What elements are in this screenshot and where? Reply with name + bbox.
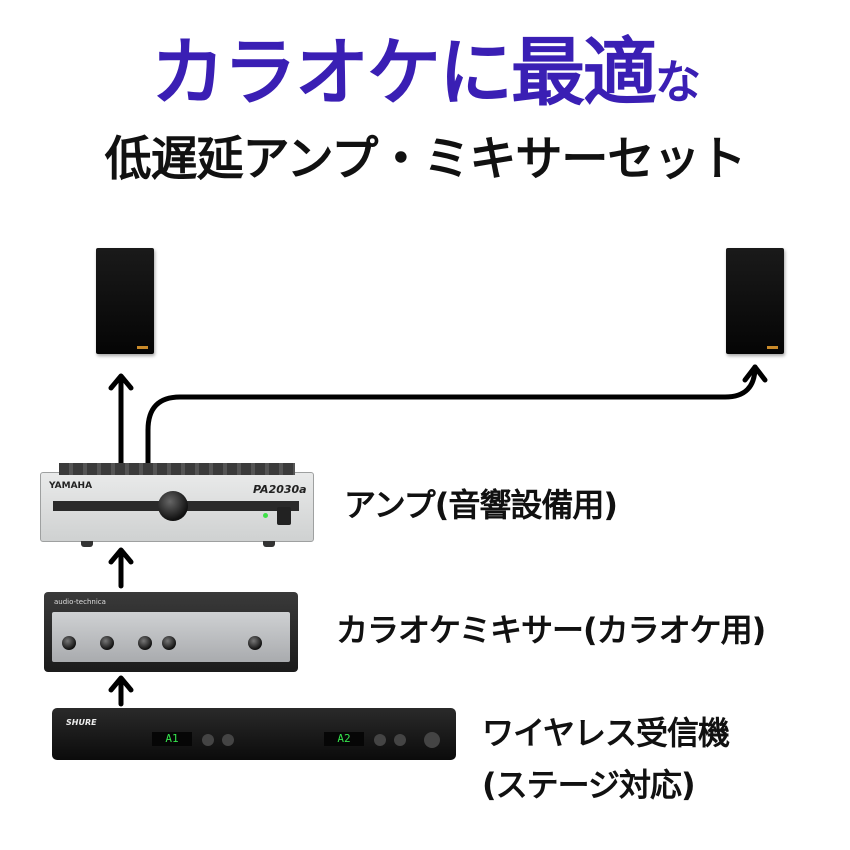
arrow-up-icon bbox=[108, 373, 134, 391]
right-speaker-icon bbox=[726, 248, 784, 354]
receiver-device: SHURE A1 A2 bbox=[52, 708, 456, 760]
speaker-badge bbox=[137, 346, 148, 349]
title-suffix: な bbox=[655, 55, 701, 109]
receiver-display-b: A2 bbox=[324, 732, 364, 746]
receiver-label-line1: ワイヤレス受信機 bbox=[482, 714, 730, 752]
mixer-panel bbox=[52, 612, 290, 662]
page-title: カラオケに最適な bbox=[0, 28, 850, 127]
mixer-knob-icon bbox=[62, 636, 76, 650]
power-switch-icon bbox=[277, 507, 291, 525]
amp-vent bbox=[59, 463, 295, 475]
mixer-brand: audio-technica bbox=[54, 598, 106, 606]
page-subtitle: 低遅延アンプ・ミキサーセット bbox=[104, 132, 747, 187]
speaker-badge bbox=[767, 346, 778, 349]
mixer-label: カラオケミキサー(カラオケ用) bbox=[336, 611, 766, 649]
amp-foot bbox=[263, 541, 275, 547]
amp-model: PA2030a bbox=[253, 483, 307, 496]
arrow-up-icon bbox=[108, 547, 134, 565]
arrow-up-icon bbox=[742, 364, 768, 383]
receiver-brand: SHURE bbox=[66, 718, 97, 727]
arrow-up-icon bbox=[108, 675, 134, 693]
volume-knob-icon bbox=[158, 491, 188, 521]
mixer-knob-icon bbox=[248, 636, 262, 650]
title-main: カラオケに最適 bbox=[151, 30, 657, 116]
wire-amp-right-speaker bbox=[145, 364, 758, 469]
amp-foot bbox=[81, 541, 93, 547]
power-led-icon bbox=[263, 513, 268, 518]
mixer-device: audio-technica bbox=[44, 592, 298, 672]
amp-label: アンプ(音響設備用) bbox=[344, 486, 618, 524]
mixer-knob-icon bbox=[138, 636, 152, 650]
left-speaker-icon bbox=[96, 248, 154, 354]
receiver-button-icon bbox=[222, 734, 234, 746]
receiver-label-line2: (ステージ対応) bbox=[482, 766, 696, 804]
receiver-display-a: A1 bbox=[152, 732, 192, 746]
receiver-power-icon bbox=[424, 732, 440, 748]
receiver-button-icon bbox=[202, 734, 214, 746]
receiver-button-icon bbox=[394, 734, 406, 746]
mixer-knob-icon bbox=[162, 636, 176, 650]
amp-device: YAMAHA PA2030a bbox=[40, 463, 314, 547]
mixer-knob-icon bbox=[100, 636, 114, 650]
receiver-button-icon bbox=[374, 734, 386, 746]
amp-brand: YAMAHA bbox=[49, 481, 93, 491]
